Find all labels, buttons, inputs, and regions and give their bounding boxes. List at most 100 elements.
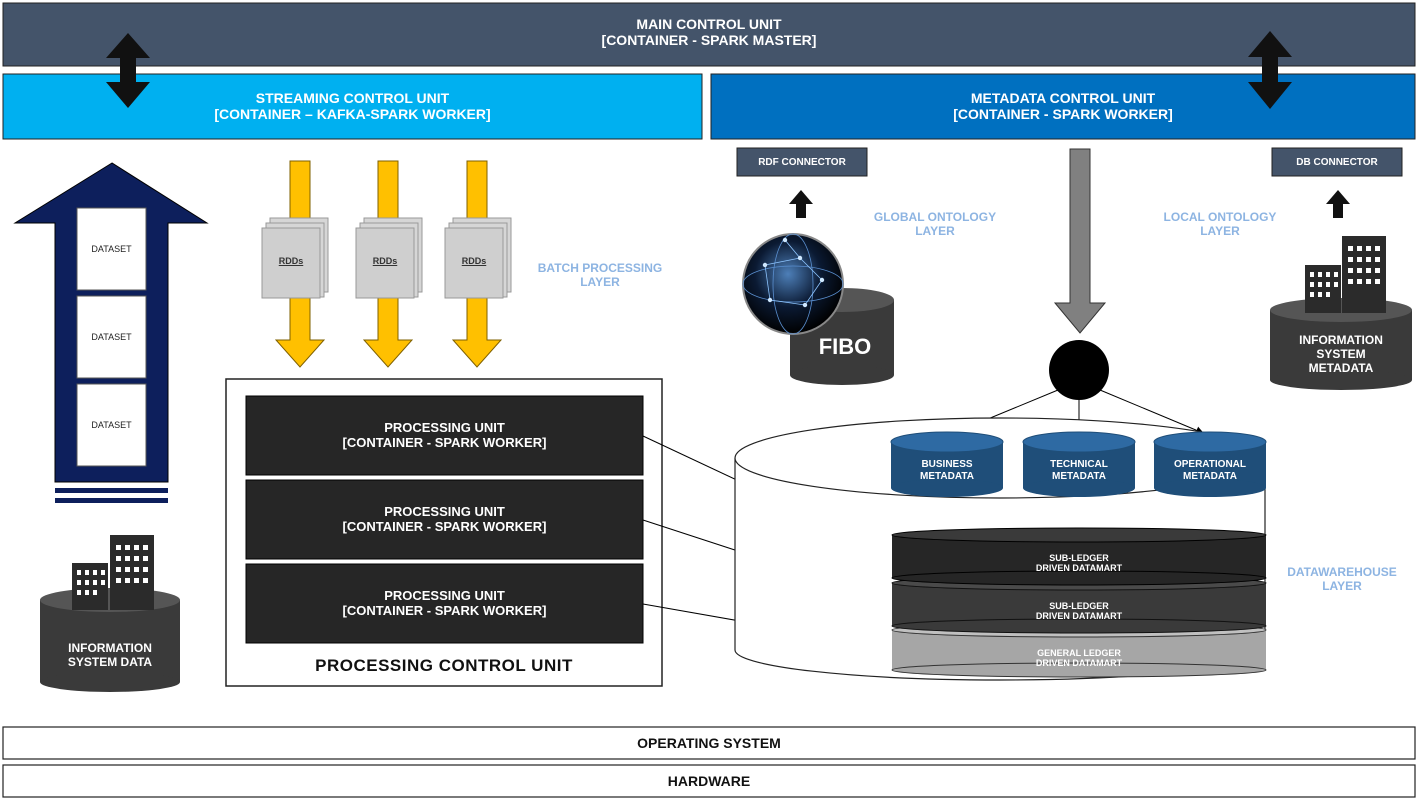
datamart-1-label: SUB-LEDGER DRIVEN DATAMART [892, 553, 1266, 574]
dataset-box-2 [76, 295, 147, 379]
processing-control-label: PROCESSING CONTROL UNIT [315, 656, 573, 675]
processing-unit-2 [245, 479, 644, 560]
globe-icon [742, 233, 844, 335]
dataset-label-1: DATASET [91, 244, 132, 254]
rdd-stack-3 [444, 217, 512, 299]
processing-unit-2-title: PROCESSING UNIT [384, 504, 505, 519]
dataset-label-3: DATASET [91, 420, 132, 430]
info-system-data-line2: SYSTEM DATA [67, 654, 153, 669]
datawarehouse-layer-line2: LAYER [1322, 578, 1362, 593]
operating-system-label: OPERATING SYSTEM [637, 735, 781, 751]
double-arrow-left-icon [106, 33, 150, 108]
processing-unit-2-label: PROCESSING UNIT [CONTAINER - SPARK WORKE… [246, 504, 643, 535]
global-ontology-line1: GLOBAL ONTOLOGY [873, 210, 997, 224]
datamart-3-line1: GENERAL LEDGER [1037, 648, 1121, 658]
processing-unit-1-label: PROCESSING UNIT [CONTAINER - SPARK WORKE… [246, 420, 643, 451]
datamart-1-line2: DRIVEN DATAMART [1035, 563, 1123, 574]
datawarehouse-layer-line1: DATAWAREHOUSE [1287, 565, 1397, 579]
building-icon [72, 535, 154, 610]
gray-down-arrow [1053, 148, 1107, 334]
local-ontology-label: LOCAL ONTOLOGY LAYER [1140, 210, 1300, 239]
up-arrow-db-icon [1326, 190, 1350, 218]
business-metadata-cylinder [890, 431, 1004, 497]
local-ontology-line1: LOCAL ONTOLOGY [1163, 210, 1277, 224]
info-system-metadata-line3: METADATA [1308, 360, 1374, 375]
rdd-label-1: RDDs [278, 256, 304, 266]
operational-metadata-label: OPERATIONAL METADATA [1154, 459, 1266, 482]
datamart-2-label: SUB-LEDGER DRIVEN DATAMART [892, 601, 1266, 622]
info-system-metadata-label: INFORMATION SYSTEM METADATA [1270, 333, 1412, 375]
datamart-3-label: GENERAL LEDGER DRIVEN DATAMART [892, 648, 1266, 669]
info-system-metadata-line1: INFORMATION [1299, 333, 1383, 347]
info-system-metadata-line2: SYSTEM [1316, 346, 1366, 361]
streaming-control-label: STREAMING CONTROL UNIT [CONTAINER – KAFK… [3, 90, 702, 122]
rdf-connector-box [736, 147, 868, 177]
business-metadata-line2: METADATA [920, 470, 974, 482]
db-connector-label: DB CONNECTOR [1296, 157, 1378, 168]
dataset-label-2: DATASET [91, 332, 132, 342]
local-ontology-line2: LAYER [1200, 223, 1240, 238]
technical-metadata-cylinder [1022, 431, 1136, 497]
operating-system-bar [2, 726, 1416, 760]
building-metadata-icon [1305, 236, 1386, 313]
business-metadata-label: BUSINESS METADATA [891, 459, 1003, 482]
processing-unit-3 [245, 563, 644, 644]
metadata-control-label: METADATA CONTROL UNIT [CONTAINER - SPARK… [711, 90, 1415, 122]
fibo-label: FIBO [818, 334, 872, 359]
dataset-upload-arrow [13, 162, 209, 503]
metadata-control-subtitle: [CONTAINER - SPARK WORKER] [953, 106, 1173, 123]
global-ontology-label: GLOBAL ONTOLOGY LAYER [850, 210, 1020, 239]
metadata-control-bar [710, 73, 1416, 140]
datamart-2-line1: SUB-LEDGER [1049, 601, 1109, 611]
rdf-connector-label: RDF CONNECTOR [758, 157, 846, 168]
global-ontology-line2: LAYER [915, 223, 955, 238]
double-arrow-right-icon [1248, 31, 1292, 109]
rdd-label-2: RDDs [372, 256, 398, 266]
up-arrow-rdf-icon [789, 190, 813, 218]
rdd-label-3: RDDs [461, 256, 487, 266]
processing-unit-3-subtitle: [CONTAINER - SPARK WORKER] [342, 602, 547, 618]
batch-layer-label: BATCH PROCESSING LAYER [520, 261, 680, 290]
operational-metadata-line2: METADATA [1183, 470, 1237, 482]
info-system-metadata-cylinder [1270, 298, 1412, 390]
hub-to-operational-line [1099, 389, 1204, 434]
technical-metadata-label: TECHNICAL METADATA [1023, 459, 1135, 482]
dataset-box-1 [76, 207, 147, 291]
processing-unit-1-subtitle: [CONTAINER - SPARK WORKER] [342, 434, 547, 450]
metadata-control-title: METADATA CONTROL UNIT [970, 90, 1156, 106]
dataset-box-3 [76, 383, 147, 467]
main-control-title: MAIN CONTROL UNIT [636, 16, 782, 32]
processing-unit-3-title: PROCESSING UNIT [384, 588, 505, 603]
sub-ledger-datamart-disk-1 [891, 527, 1267, 586]
datamart-3-line2: DRIVEN DATAMART [1035, 658, 1123, 669]
batch-layer-line2: LAYER [580, 274, 620, 289]
business-metadata-line1: BUSINESS [921, 459, 973, 470]
db-connector-box [1271, 147, 1403, 177]
processing-unit-3-label: PROCESSING UNIT [CONTAINER - SPARK WORKE… [246, 588, 643, 619]
datamart-2-line2: DRIVEN DATAMART [1035, 611, 1123, 622]
main-control-subtitle: [CONTAINER - SPARK MASTER] [601, 32, 817, 49]
batch-layer-line1: BATCH PROCESSING [537, 261, 663, 275]
datamart-1-line1: SUB-LEDGER [1049, 553, 1109, 563]
main-control-label: MAIN CONTROL UNIT [CONTAINER - SPARK MAS… [3, 16, 1415, 48]
streaming-control-subtitle: [CONTAINER – KAFKA-SPARK WORKER] [214, 106, 491, 123]
rdd-stack-1 [261, 217, 329, 299]
operational-metadata-line1: OPERATIONAL [1173, 459, 1247, 470]
main-control-bar [2, 2, 1416, 67]
processing-unit-1-title: PROCESSING UNIT [384, 420, 505, 435]
info-system-data-label: INFORMATION SYSTEM DATA [40, 641, 180, 670]
processing-unit-2-subtitle: [CONTAINER - SPARK WORKER] [342, 518, 547, 534]
technical-metadata-line2: METADATA [1052, 470, 1106, 482]
processing-unit-1 [245, 395, 644, 476]
datawarehouse-layer-label: DATAWAREHOUSE LAYER [1268, 565, 1416, 594]
technical-metadata-line1: TECHNICAL [1050, 459, 1108, 470]
streaming-control-title: STREAMING CONTROL UNIT [255, 90, 450, 106]
operational-metadata-cylinder [1153, 431, 1267, 497]
hardware-bar [2, 764, 1416, 798]
hub-node [1049, 340, 1109, 400]
hardware-label: HARDWARE [667, 773, 751, 789]
info-system-data-line1: INFORMATION [68, 641, 152, 655]
rdd-stack-2 [355, 217, 423, 299]
